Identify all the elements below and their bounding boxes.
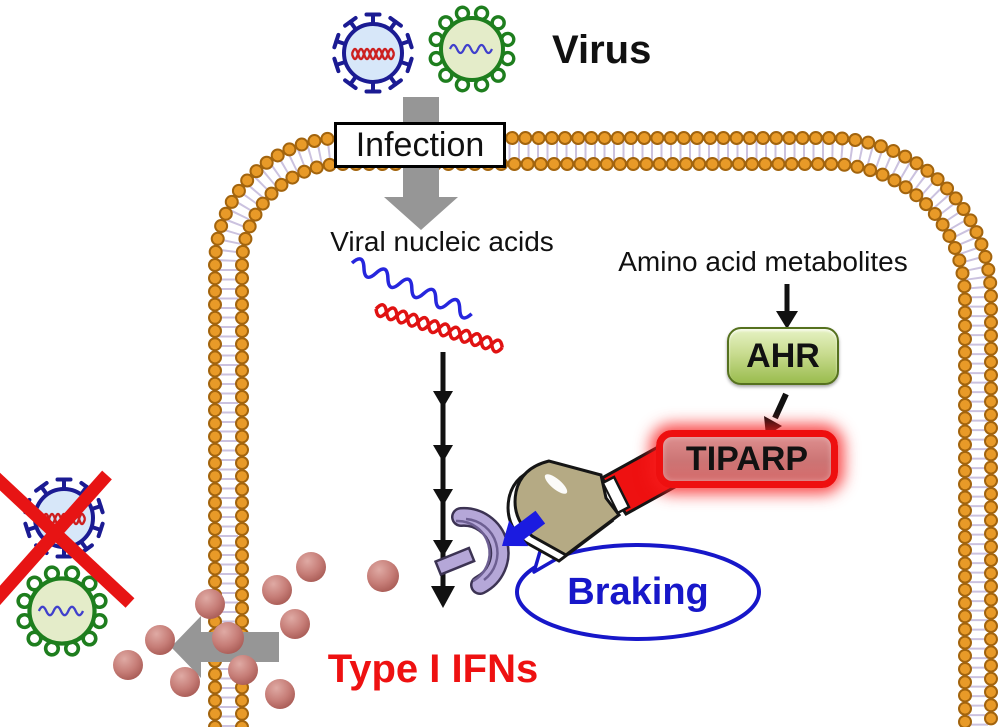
ifn-dots [113, 552, 399, 709]
ifn-dot-icon [145, 625, 175, 655]
nucleic-acid-blue-strand-icon [350, 257, 473, 320]
blocked-x-icon [0, 470, 135, 608]
ifn-production-line1: Type I IFNs [327, 647, 539, 691]
brake-press-arrow-icon [502, 510, 546, 547]
shoe-highlight-icon [544, 474, 568, 494]
metabolites-to-ahr-arrow-icon [776, 284, 798, 329]
cell-membrane-icon [208, 131, 998, 727]
virus-label: Virus [552, 28, 652, 72]
nucleic-acid-red-strand-icon [374, 303, 504, 354]
ifn-production-label: Type I IFNs production [328, 606, 538, 727]
infection-label: Infection [355, 125, 485, 164]
shoe-icon [513, 459, 622, 557]
amino-acid-metabolites-label: Amino acid metabolites [618, 246, 908, 277]
ifn-dot-icon [265, 679, 295, 709]
green-virus-icon [426, 3, 518, 95]
ifn-dot-icon [113, 650, 143, 680]
infection-label-box: Infection [334, 122, 506, 168]
brake-pedal-icon [433, 506, 510, 595]
braking-label: Braking [567, 571, 709, 613]
blocked-green-virus-icon [17, 566, 107, 656]
tiparp-label: TIPARP [685, 439, 809, 478]
cascade-arrow-icon [431, 352, 455, 608]
ifn-dot-icon [212, 622, 244, 654]
ifn-dot-icon [170, 667, 200, 697]
ifn-dot-icon [228, 655, 258, 685]
viral-nucleic-acids-label: Viral nucleic acids [330, 226, 554, 257]
ifn-dot-icon [280, 609, 310, 639]
blue-virus-icon [332, 12, 414, 94]
ifn-dot-icon [262, 575, 292, 605]
foot-on-pedal-icon [506, 434, 705, 563]
tiparp-node: TIPARP [656, 430, 838, 488]
ahr-node: AHR [727, 327, 839, 385]
ifn-dot-icon [195, 589, 225, 619]
ifn-dot-icon [367, 560, 399, 592]
ifn-dot-icon [296, 552, 326, 582]
ahr-label: AHR [746, 336, 820, 375]
